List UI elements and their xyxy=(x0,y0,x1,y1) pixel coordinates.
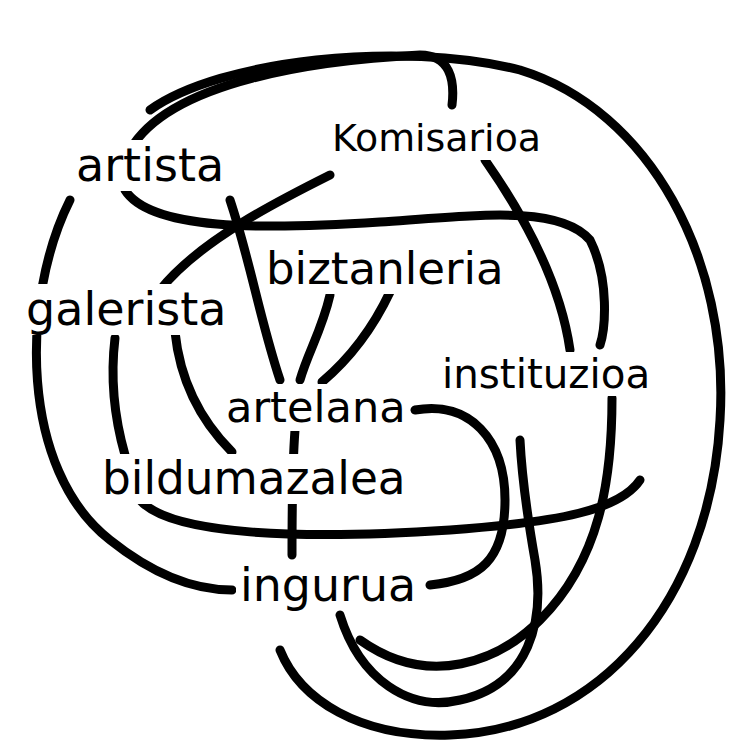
word-label: bildumazalea xyxy=(98,454,410,504)
word-label: ingurua xyxy=(236,560,420,610)
word-label: instituzioa xyxy=(438,352,654,396)
word-label: Komisarioa xyxy=(328,118,545,160)
centre-strand xyxy=(300,295,330,380)
word-label: galerista xyxy=(22,284,230,335)
word-label: artista xyxy=(72,140,228,191)
left-arc xyxy=(36,200,232,590)
outer-loop xyxy=(150,56,721,735)
centre-strand xyxy=(322,292,390,382)
word-label: artelana xyxy=(222,384,410,431)
word-label: biztanleria xyxy=(262,244,508,294)
artwork-loop xyxy=(415,408,505,585)
left-strand xyxy=(113,338,125,455)
